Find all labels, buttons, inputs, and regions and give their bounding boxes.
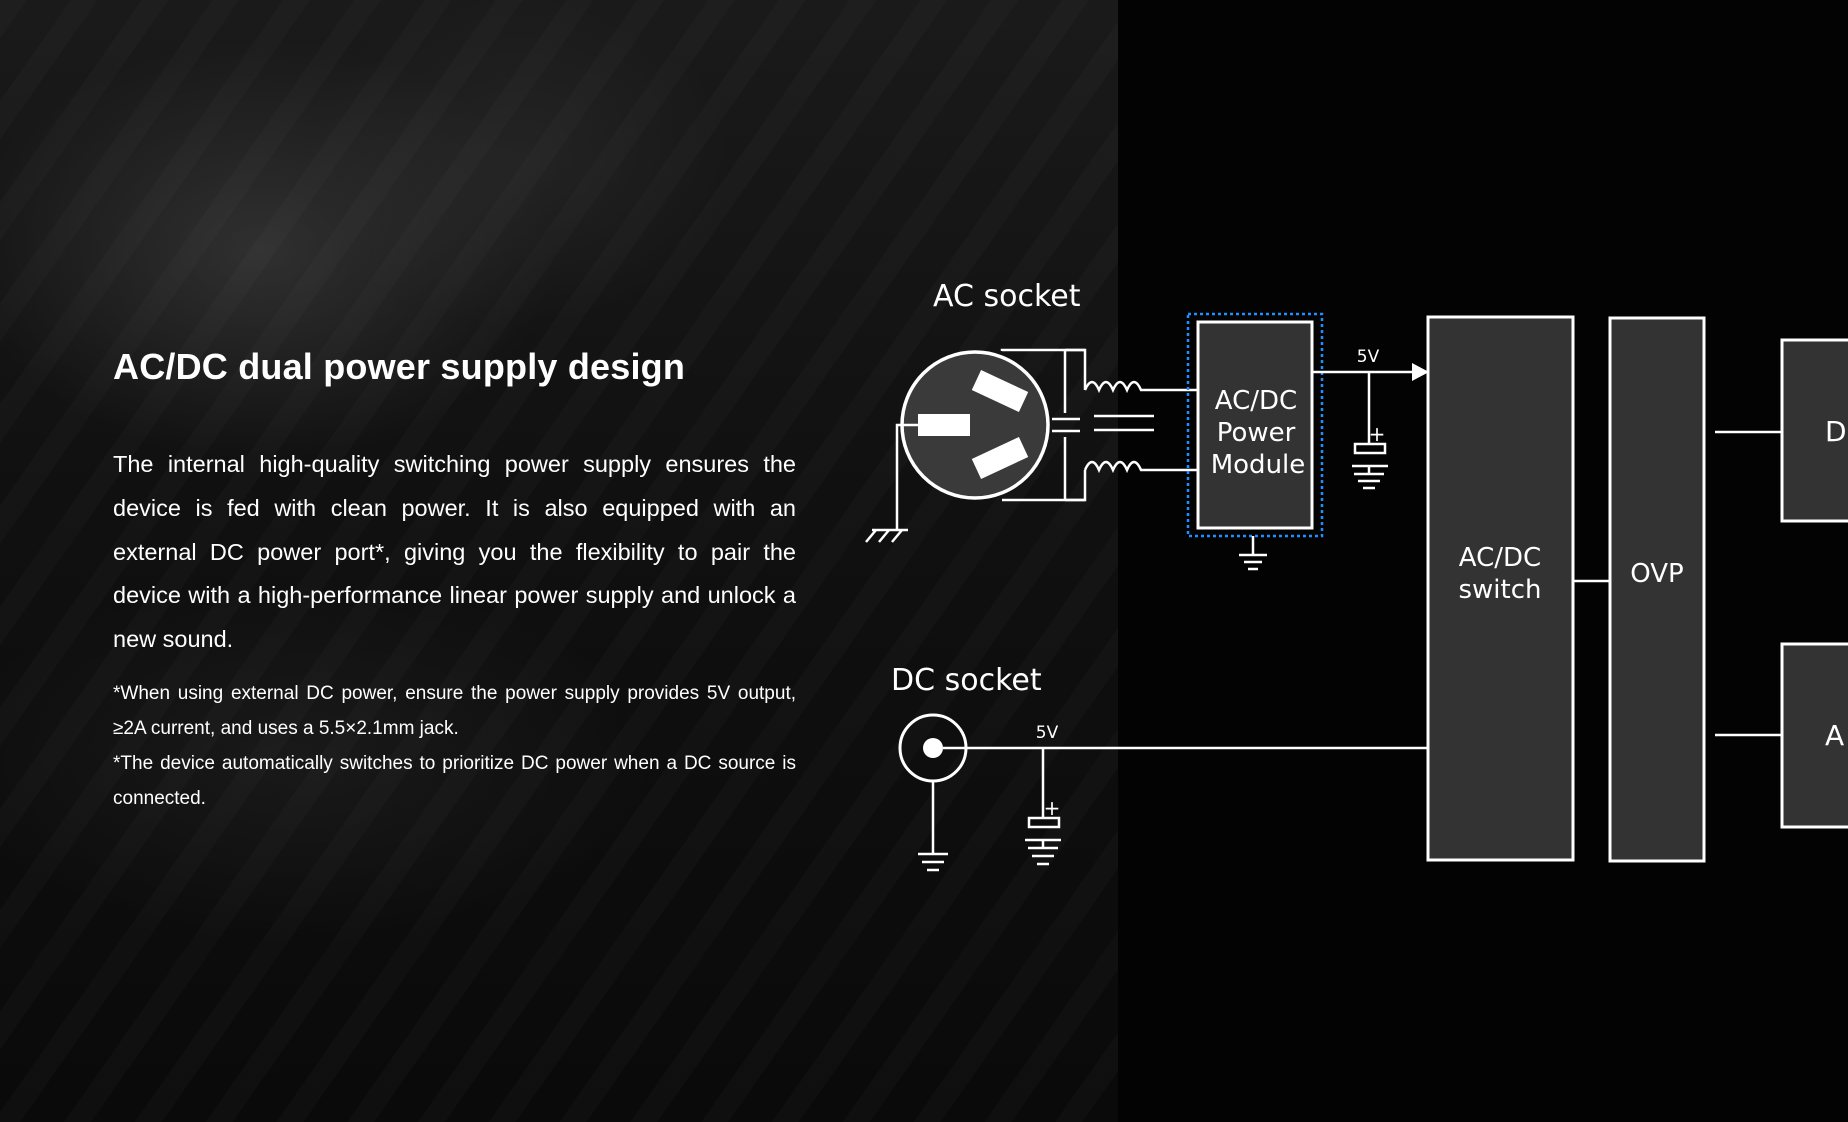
dc-electrolytic-capacitor-icon — [1025, 816, 1061, 866]
dc-cap-plus-sign: + — [1044, 796, 1061, 820]
ac-socket-icon — [900, 350, 1050, 500]
ac-dc-power-module-block — [1196, 320, 1314, 530]
ac-cap-plus-sign: + — [1369, 422, 1386, 446]
power-module-label-line-1: AC/DC — [1215, 386, 1297, 416]
dc-socket-label: DC socket — [891, 663, 1042, 698]
ovp-block — [1608, 316, 1706, 863]
dc-socket-ground-icon — [918, 852, 948, 872]
x-capacitor-icon — [1052, 417, 1080, 433]
downstream-block-bottom-label: A — [1825, 719, 1844, 752]
ovp-label: OVP — [1630, 559, 1683, 589]
downstream-block-bottom — [1780, 642, 1848, 829]
switch-label-line-2: switch — [1458, 575, 1541, 605]
common-mode-choke-icon — [1083, 380, 1198, 474]
earth-wire — [895, 423, 918, 530]
filter-upper-wire — [1065, 348, 1087, 390]
body-paragraph: The internal high-quality switching powe… — [113, 451, 796, 653]
chassis-ground-icon — [865, 528, 908, 543]
ac-socket-label: AC socket — [933, 279, 1081, 314]
downstream-block-top — [1780, 338, 1848, 523]
footnote-dc-priority: *The device automatically switches to pr… — [113, 752, 796, 809]
filter-lower-wire — [1065, 470, 1087, 502]
ac-electrolytic-capacitor-icon — [1352, 442, 1388, 490]
circuit-board-background — [0, 0, 1118, 1122]
downstream-block-top-label: D — [1825, 415, 1847, 448]
dc-voltage-label: 5V — [1036, 723, 1059, 743]
switch-label-line-1: AC/DC — [1459, 543, 1541, 573]
ac-dc-switch-block — [1426, 315, 1575, 862]
power-module-ground-icon — [1239, 536, 1267, 571]
footnote-dc-requirements: *When using external DC power, ensure th… — [113, 682, 796, 739]
section-heading: AC/DC dual power supply design — [113, 346, 686, 387]
power-module-highlight — [1186, 312, 1324, 538]
ac-voltage-label: 5V — [1357, 347, 1380, 367]
power-module-label-line-2: Power — [1217, 418, 1296, 448]
power-module-label-line-3: Module — [1211, 450, 1306, 480]
text-panel: AC/DC dual power supply design The inter… — [113, 338, 796, 816]
ac-line-wire — [1000, 348, 1085, 352]
rail-arrow-icon — [1412, 363, 1429, 381]
